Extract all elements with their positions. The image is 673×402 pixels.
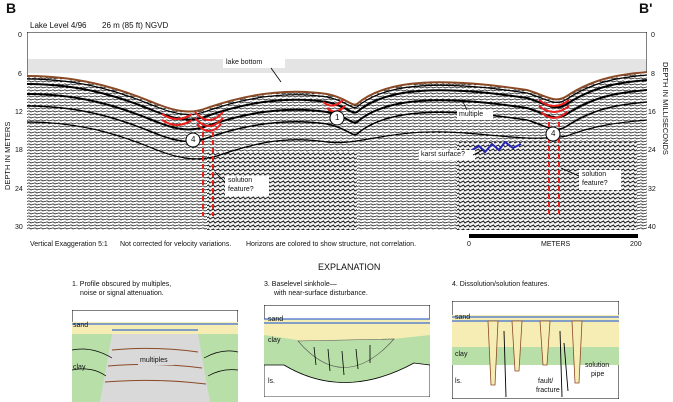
velocity-note: Not corrected for velocity variations. xyxy=(120,241,232,248)
solution-feature-right-line2: feature? xyxy=(582,180,608,187)
left-tick-30: 30 xyxy=(15,224,23,231)
panel-4-fault-label-line1: fault/ xyxy=(538,378,554,385)
panel-1-caption-line1: 1. Profile obscured by multiples, xyxy=(72,281,172,288)
solution-feature-left-line2: feature? xyxy=(228,186,254,193)
right-tick-16: 16 xyxy=(648,109,656,116)
horizon-note: Horizons are colored to show structure, … xyxy=(246,241,417,248)
panel-4-pipe-label-line2: pipe xyxy=(591,371,605,378)
left-tick-18: 18 xyxy=(15,147,23,154)
panel-4-diagram xyxy=(452,301,619,399)
panel-3-clay-label: clay xyxy=(268,337,281,344)
seismic-profile xyxy=(27,32,647,230)
right-tick-40: 40 xyxy=(648,224,656,231)
karst-surface-label: karst surface? xyxy=(421,151,465,158)
panel-3-caption-line2: with near-surface disturbance. xyxy=(274,290,368,297)
multiple-label: multiple xyxy=(459,111,484,118)
panel-1-clay-label: clay xyxy=(73,364,86,371)
scale-start: 0 xyxy=(467,241,471,248)
panel-3-caption-line1: 3. Baselevel sinkhole— xyxy=(264,281,337,288)
scale-end: 200 xyxy=(630,241,642,248)
panel-3-ls-label: ls. xyxy=(268,378,275,385)
panel-4-caption-line1: 4. Dissolution/solution features. xyxy=(452,281,550,288)
left-tick-0: 0 xyxy=(18,32,22,39)
marker-1: 1 xyxy=(335,113,340,122)
panel-4-ls-label: ls. xyxy=(455,378,462,385)
panel-1-caption-line2: noise or signal attenuation. xyxy=(80,290,164,297)
panel-4-sand-label: sand xyxy=(455,314,471,321)
right-tick-32: 32 xyxy=(648,186,656,193)
left-axis-title: DEPTH IN METERS xyxy=(3,121,12,190)
left-tick-12: 12 xyxy=(15,109,23,116)
panel-4-pipe-label-line1: solution xyxy=(585,362,610,369)
panel-3-sand-label: sand xyxy=(268,316,284,323)
panel-3-diagram xyxy=(264,305,430,397)
profile-left-label: B xyxy=(6,0,17,16)
marker-4-right: 4 xyxy=(551,129,556,138)
solution-feature-right-line1: solution xyxy=(582,171,607,178)
left-tick-6: 6 xyxy=(18,71,22,78)
lake-bottom-label: lake bottom xyxy=(226,59,263,66)
profile-right-label: B' xyxy=(639,0,653,16)
explanation-title: EXPLANATION xyxy=(318,262,381,272)
vertical-exaggeration-note: Vertical Exaggeration 5:1 xyxy=(30,241,108,248)
solution-feature-left-line1: solution xyxy=(228,177,253,184)
panel-1-diagram xyxy=(72,310,238,402)
marker-4-left: 4 xyxy=(191,135,196,144)
panel-4-clay-label: clay xyxy=(455,351,468,358)
right-tick-0: 0 xyxy=(651,32,655,39)
right-tick-24: 24 xyxy=(648,147,656,154)
scale-bar xyxy=(469,234,638,238)
lake-level-label: Lake Level 4/96 xyxy=(30,21,87,30)
right-tick-8: 8 xyxy=(651,71,655,78)
panel-4-fault-label-line2: fracture xyxy=(536,387,560,394)
panel-1-multiples-label: multiples xyxy=(140,357,168,364)
panel-1-sand-label: sand xyxy=(73,322,89,329)
left-tick-24: 24 xyxy=(15,186,23,193)
elevation-label: 26 m (85 ft) NGVD xyxy=(102,21,169,30)
right-axis-title: DEPTH IN MILLISECONDS xyxy=(661,62,670,155)
scale-unit: METERS xyxy=(541,241,571,248)
